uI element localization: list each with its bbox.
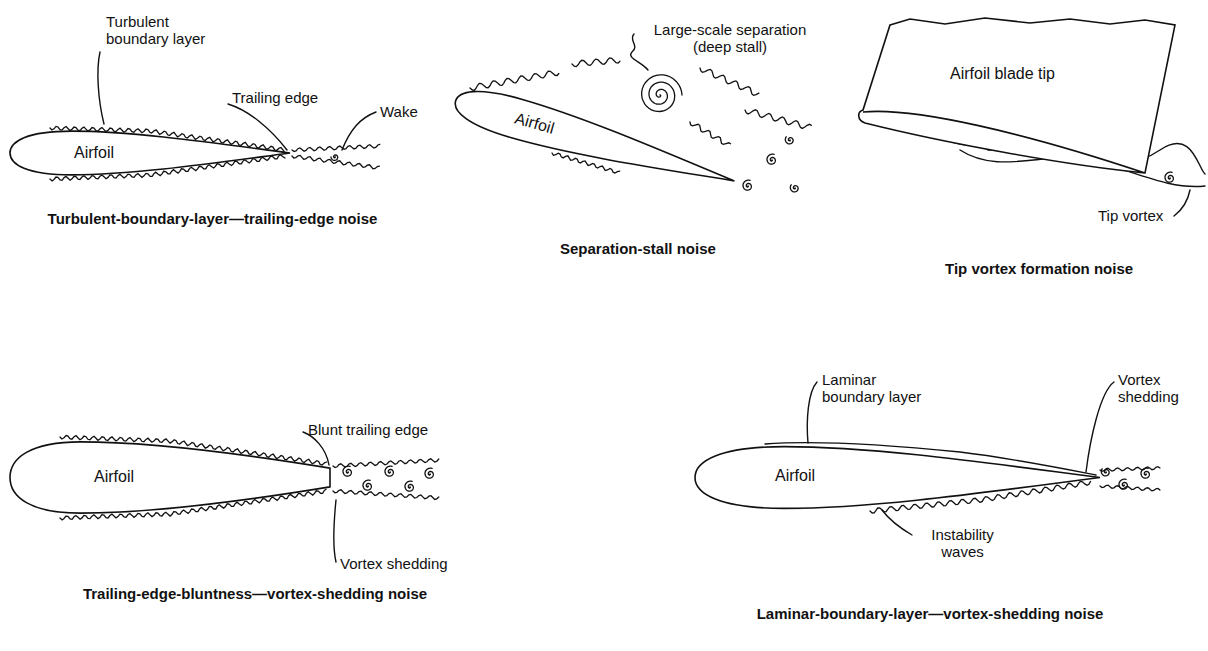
leader-line (1086, 382, 1114, 472)
wake-line (292, 155, 379, 168)
leader-line (228, 104, 287, 150)
airfoil-shape (695, 447, 1100, 509)
stall-vortex (642, 75, 682, 112)
callout-label: Blunt trailing edge (308, 422, 428, 439)
airfoil-shape (10, 442, 330, 513)
leader-line (342, 112, 376, 150)
airfoil-shape (10, 130, 290, 176)
wake-line (1100, 467, 1160, 472)
airfoil: Airfoil (10, 440, 330, 515)
shape-label: Airfoil (775, 467, 815, 485)
separation-line (690, 122, 731, 144)
separation-line (572, 58, 620, 67)
callout-label: Wake (380, 104, 418, 121)
blade-tip-outline (855, 15, 1185, 185)
leader-line (98, 52, 104, 124)
wake-line (333, 490, 439, 500)
vortex-curl (1165, 172, 1173, 182)
leader-line (882, 510, 912, 535)
vortex-curl (425, 468, 433, 478)
airfoil: Airfoil (450, 81, 740, 201)
figure-caption: Turbulent-boundary-layer—trailing-edge n… (45, 210, 380, 228)
callout-label: Vortex shedding (1118, 372, 1198, 406)
airfoil: Airfoil (695, 445, 1100, 510)
separation-line (700, 68, 759, 95)
separation-line (470, 71, 559, 90)
shape-label: Airfoil blade tip (950, 65, 1055, 83)
airfoil-shape (450, 82, 740, 200)
vortex-curl (785, 137, 793, 144)
blade-tip: Airfoil blade tip (855, 15, 1185, 185)
vortex-curl (343, 466, 351, 476)
airfoil-shape (10, 131, 290, 175)
callout-label: Vortex shedding (340, 556, 448, 573)
callout-label: Turbulent boundary layer (106, 14, 226, 48)
vortex-curl (405, 481, 413, 491)
shape-label: Airfoil (94, 468, 134, 486)
figure-caption: Trailing-edge-bluntness—vortex-shedding … (75, 585, 435, 603)
airfoil-shape (10, 440, 330, 515)
wake-line (1100, 485, 1160, 491)
vortex-curl (743, 180, 751, 190)
leader-line (631, 34, 648, 70)
vortex-curl (790, 185, 798, 192)
vortex-curl (363, 480, 371, 490)
callout-label: Trailing edge (232, 90, 318, 107)
leader-line (334, 500, 336, 562)
shape-label: Airfoil (74, 144, 114, 162)
figure-caption: Separation-stall noise (560, 240, 716, 258)
airfoil-shape (450, 81, 740, 201)
leader-line (807, 382, 817, 443)
figure-caption: Laminar-boundary-layer—vortex-shedding n… (745, 605, 1115, 623)
wake-line (292, 144, 380, 151)
figure-caption: Tip vortex formation noise (945, 260, 1133, 278)
callout-label: Instability waves (915, 527, 1010, 561)
callout-label: Laminar boundary layer (822, 372, 942, 406)
airfoil: Airfoil (10, 130, 290, 176)
airfoil-shape (695, 445, 1100, 510)
callout-label: Tip vortex (1098, 208, 1163, 225)
separation-line (745, 110, 811, 129)
blade-tip-outline (859, 18, 1175, 173)
vortex-curl (385, 466, 393, 476)
callout-label: Large-scale separation (deep stall) (640, 22, 820, 56)
leader-line (1174, 190, 1190, 216)
vortex-curl (767, 154, 775, 164)
vortex-curl (331, 155, 338, 160)
